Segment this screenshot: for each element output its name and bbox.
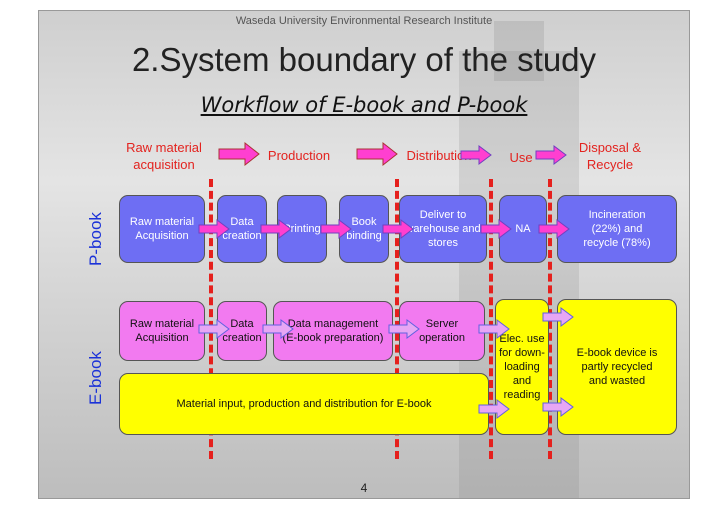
stage-disposal: Disposal & Recycle bbox=[578, 140, 642, 172]
ebook-material-input-box: Material input, production and distribut… bbox=[119, 373, 489, 435]
ebook-arrow-6 bbox=[542, 397, 574, 417]
ebook-arrow-7 bbox=[478, 399, 510, 419]
pbook-raw-material-box: Raw material Acquisition bbox=[119, 195, 205, 263]
boundary-line-2 bbox=[395, 179, 399, 459]
stage-distribution: Distribution bbox=[406, 148, 472, 163]
stage-production: Production bbox=[267, 148, 331, 163]
pbook-arrow-3 bbox=[320, 219, 352, 239]
stage-arrow-1 bbox=[218, 142, 260, 166]
ebook-arrow-1 bbox=[198, 319, 230, 339]
flow-arrows bbox=[198, 142, 574, 419]
ebook-data-management-box: Data management (E-book preparation) bbox=[273, 301, 393, 361]
stage-raw-material: Raw material acquisition bbox=[126, 140, 202, 172]
workflow-subtitle: Workflow of E-book and P-book bbox=[200, 93, 528, 117]
pbook-arrow-5 bbox=[480, 219, 512, 239]
slide: Waseda University Environmental Research… bbox=[38, 10, 690, 499]
background-tower-top bbox=[494, 21, 544, 81]
pbook-deliver-box: Deliver to warehouse and stores bbox=[399, 195, 487, 263]
pbook-arrow-2 bbox=[260, 219, 292, 239]
boundary-line-3 bbox=[489, 179, 493, 459]
ebook-server-box: Server operation bbox=[399, 301, 485, 361]
ebook-elec-use-box: Elec. use for down- loading and reading bbox=[495, 299, 549, 435]
pbook-arrow-4 bbox=[382, 219, 414, 239]
pbook-arrow-1 bbox=[198, 219, 230, 239]
pbook-incineration-box: Incineration (22%) and recycle (78%) bbox=[557, 195, 677, 263]
ebook-arrow-2 bbox=[262, 319, 294, 339]
page-number: 4 bbox=[360, 481, 368, 495]
stage-arrow-2 bbox=[356, 142, 398, 166]
ebook-arrow-5 bbox=[542, 307, 574, 327]
stage-arrow-4 bbox=[535, 145, 567, 165]
ebook-raw-material-box: Raw material Acquisition bbox=[119, 301, 205, 361]
pbook-arrow-6 bbox=[538, 219, 570, 239]
slide-title: 2.System boundary of the study bbox=[131, 41, 597, 78]
slide-header: Waseda University Environmental Research… bbox=[235, 15, 493, 27]
ebook-arrow-4 bbox=[478, 319, 510, 339]
ebook-arrow-3 bbox=[388, 319, 420, 339]
boundary-line-1 bbox=[209, 179, 213, 459]
stage-use: Use bbox=[509, 150, 533, 165]
ebook-device-box: E-book device is partly recycled and was… bbox=[557, 299, 677, 435]
stage-arrow-3 bbox=[460, 145, 492, 165]
